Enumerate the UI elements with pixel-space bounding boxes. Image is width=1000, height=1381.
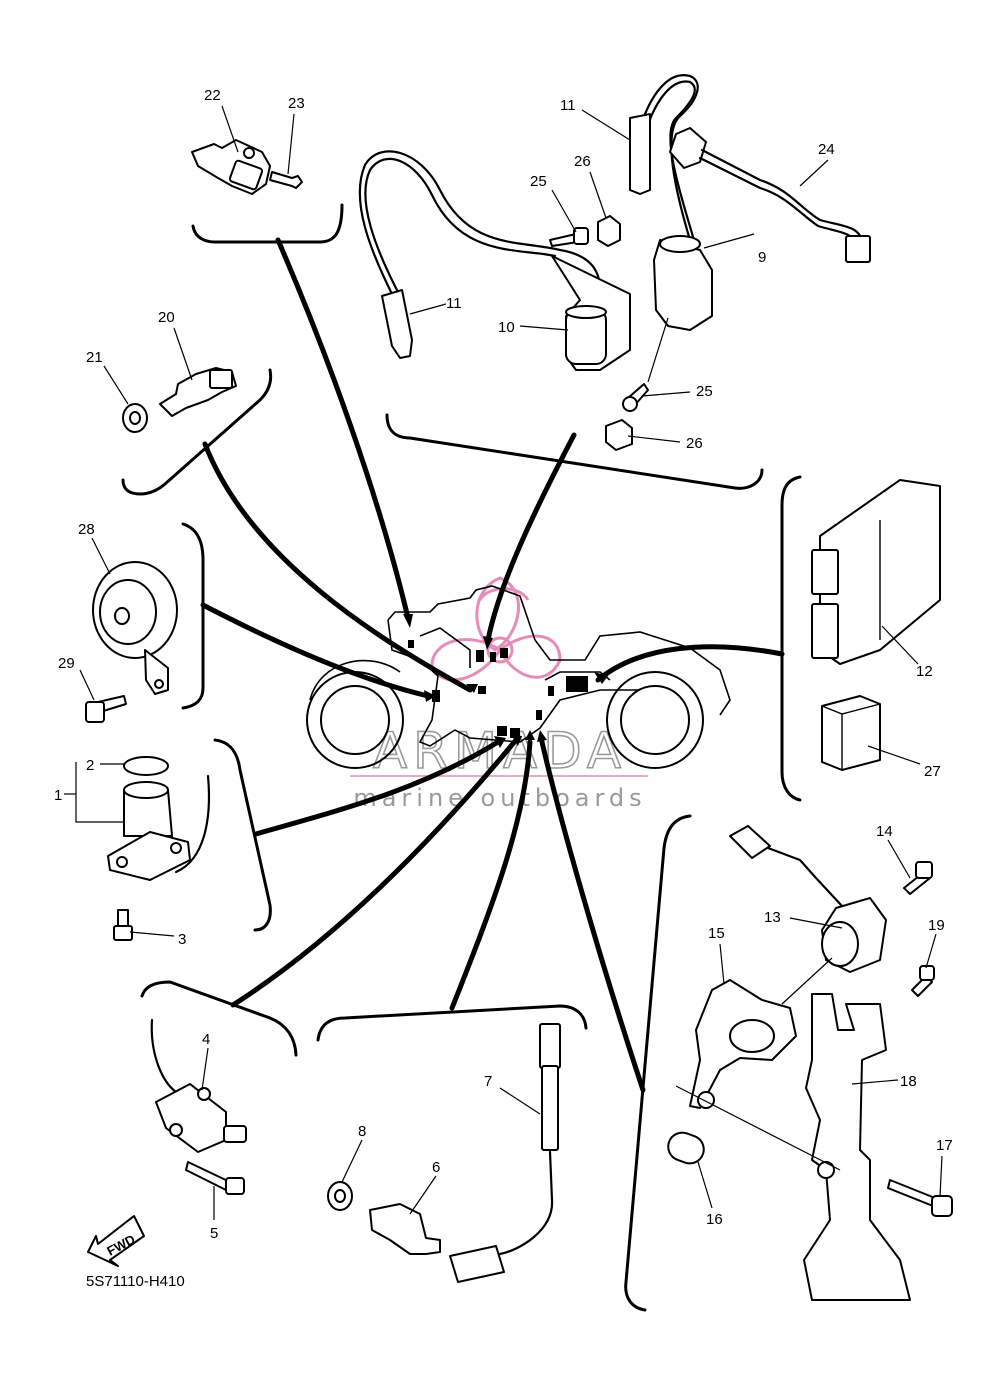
callout-labels: 22 23 11 26 25 24 9 11 10 25 26 20 21 28… (54, 87, 953, 1242)
bolt-19 (911, 965, 935, 997)
bolt-14 (903, 861, 933, 895)
callout-9: 9 (758, 249, 766, 266)
callout-15: 15 (708, 925, 725, 942)
callout-26-lower: 26 (686, 435, 703, 452)
sensor-7 (449, 1023, 561, 1283)
callout-16: 16 (706, 1211, 723, 1228)
callout-12: 12 (916, 663, 933, 680)
callout-2: 2 (86, 757, 94, 774)
bolt-25-lower (622, 317, 669, 412)
callout-19: 19 (928, 917, 945, 934)
callout-28: 28 (78, 521, 95, 538)
part-code: 5S71110-H410 (86, 1273, 185, 1290)
motorcycle-outline (306, 585, 731, 769)
callout-26-upper: 26 (574, 153, 591, 170)
callout-10: 10 (498, 319, 515, 336)
sensor-6 (369, 1203, 441, 1255)
callout-7: 7 (484, 1073, 492, 1090)
leader-lines (200, 237, 785, 1093)
harness-24 (669, 127, 871, 263)
callout-25-lower: 25 (696, 383, 713, 400)
callout-25-upper: 25 (530, 173, 547, 190)
fwd-arrow-icon: FWD (87, 1215, 145, 1267)
callout-18: 18 (900, 1073, 917, 1090)
bracket-18 (803, 993, 911, 1301)
callout-5: 5 (210, 1225, 218, 1242)
callout-20: 20 (158, 309, 175, 326)
sensor-1 (107, 756, 211, 881)
bolt-29 (85, 695, 127, 723)
callout-1: 1 (54, 787, 62, 804)
callout-27: 27 (924, 763, 941, 780)
ecu-12 (811, 479, 941, 665)
nut-26-upper (597, 215, 621, 247)
callout-29: 29 (58, 655, 75, 672)
callout-22: 22 (204, 87, 221, 104)
sensor-13 (729, 825, 887, 973)
callout-lines (64, 105, 943, 1220)
callout-17: 17 (936, 1137, 953, 1154)
bolt-25-upper (549, 227, 589, 247)
grouping-brackets (121, 203, 802, 1312)
relay-27 (821, 695, 881, 771)
sensor-22 (191, 139, 303, 195)
ignition-coil-9 (629, 74, 713, 331)
switch-20 (159, 367, 237, 417)
bolt-5 (185, 1161, 245, 1195)
nut-26-lower (605, 419, 633, 451)
horn-28 (92, 561, 178, 695)
callout-3: 3 (178, 931, 186, 948)
callout-23: 23 (288, 95, 305, 112)
washer-8 (327, 1181, 353, 1211)
callout-24: 24 (818, 141, 835, 158)
callout-21: 21 (86, 349, 103, 366)
callout-4: 4 (202, 1031, 210, 1048)
callout-11-lower: 11 (446, 295, 462, 312)
bracket-15 (689, 979, 797, 1109)
collar-16 (667, 1131, 705, 1165)
ignition-coil-10 (358, 150, 631, 371)
callout-11-upper: 11 (560, 97, 576, 114)
washer-21 (122, 403, 148, 433)
bolt-17 (887, 1179, 953, 1217)
watermark-logo-icon (430, 576, 562, 682)
bolt-3 (113, 909, 133, 941)
callout-8: 8 (358, 1123, 366, 1140)
callout-13: 13 (764, 909, 781, 926)
valve-4 (150, 1018, 247, 1153)
callout-14: 14 (876, 823, 893, 840)
callout-6: 6 (432, 1159, 440, 1176)
